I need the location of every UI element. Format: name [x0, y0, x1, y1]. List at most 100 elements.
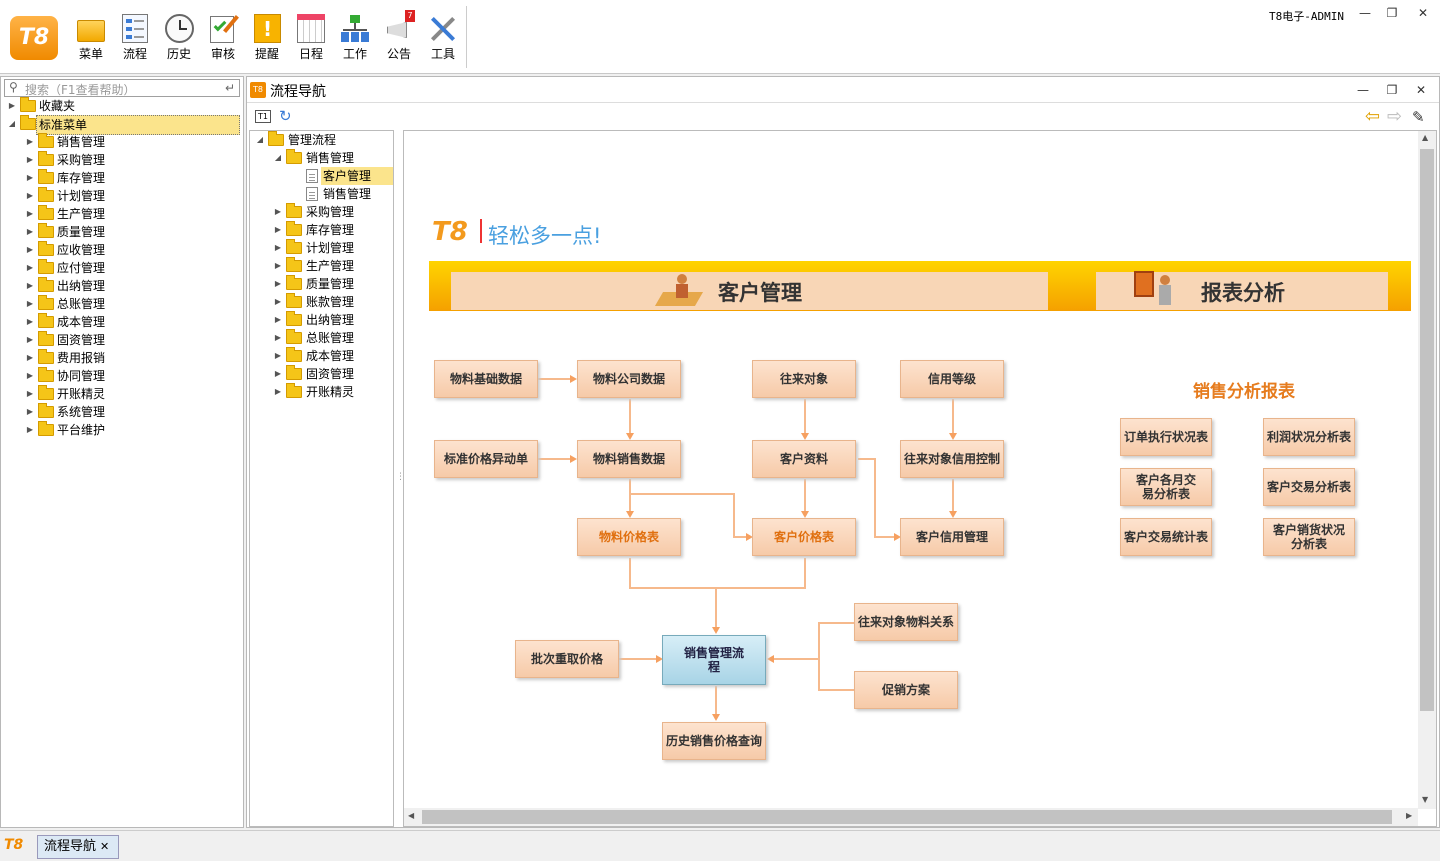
- menu-item[interactable]: ▶销售管理: [26, 133, 106, 149]
- flow-box-material-company[interactable]: 物料公司数据: [577, 360, 681, 398]
- flow-box-counterparty[interactable]: 往来对象: [752, 360, 856, 398]
- flow-box-promotion[interactable]: 促销方案: [854, 671, 958, 709]
- toolbar-menu-button[interactable]: 菜单: [71, 12, 111, 62]
- flow-box-material-price[interactable]: 物料价格表: [577, 518, 681, 556]
- menu-item[interactable]: ▶采购管理: [26, 151, 106, 167]
- menu-item[interactable]: ▶应付管理: [26, 259, 106, 275]
- scroll-down-icon[interactable]: ▼: [1422, 795, 1429, 804]
- scroll-right-icon[interactable]: ▶: [1406, 811, 1413, 820]
- toolbar-flow-button[interactable]: 流程: [115, 12, 155, 62]
- panel-minimize-button[interactable]: —: [1357, 83, 1369, 97]
- toolbar-announcement-button[interactable]: 7 公告: [379, 10, 419, 62]
- menu-item[interactable]: ▶库存管理: [26, 169, 106, 185]
- menu-item[interactable]: ▶出纳管理: [26, 277, 106, 293]
- menu-item[interactable]: ▶协同管理: [26, 367, 106, 383]
- tab-close-icon[interactable]: ✕: [100, 840, 110, 853]
- menu-item[interactable]: ▶成本管理: [26, 313, 106, 329]
- flow-box-credit-level[interactable]: 信用等级: [900, 360, 1004, 398]
- flow-tree-item[interactable]: ▶固资管理: [274, 365, 355, 381]
- flow-tree-item[interactable]: ▶计划管理: [274, 239, 355, 255]
- minimize-button[interactable]: —: [1359, 6, 1371, 20]
- toolbar-work-button[interactable]: 工作: [335, 12, 375, 62]
- toolbar-schedule-button[interactable]: 日程: [291, 12, 331, 62]
- flow-box-price-history[interactable]: 历史销售价格查询: [662, 722, 766, 760]
- flow-tree-sales[interactable]: ◢ 销售管理: [274, 149, 355, 165]
- menu-item[interactable]: ▶质量管理: [26, 223, 106, 239]
- flow-tree-root[interactable]: ◢ 管理流程: [256, 131, 337, 147]
- report-customer-trade[interactable]: 客户交易分析表: [1263, 468, 1355, 506]
- flow-box-customer-credit[interactable]: 客户信用管理: [900, 518, 1004, 556]
- connector: [629, 399, 631, 436]
- splitter-handle[interactable]: ⋮: [396, 472, 405, 482]
- forward-arrow-icon[interactable]: ⇨: [1387, 106, 1403, 127]
- restore-button[interactable]: ❐: [1386, 6, 1398, 20]
- flow-box-batch-price[interactable]: 批次重取价格: [515, 640, 619, 678]
- toolbar-reminder-button[interactable]: ! 提醒: [247, 12, 287, 62]
- menu-item[interactable]: ▶开账精灵: [26, 385, 106, 401]
- report-customer-stats[interactable]: 客户交易统计表: [1120, 518, 1212, 556]
- tree-item-favorites[interactable]: ▶ 收藏夹: [8, 97, 76, 113]
- menu-item[interactable]: ▶总账管理: [26, 295, 106, 311]
- flow-box-material-basic[interactable]: 物料基础数据: [434, 360, 538, 398]
- menu-item[interactable]: ▶固资管理: [26, 331, 106, 347]
- scroll-up-icon[interactable]: ▲: [1422, 133, 1429, 142]
- flow-tree-sales-mgmt[interactable]: 销售管理: [250, 185, 393, 203]
- collapse-arrow-icon: ◢: [256, 135, 264, 144]
- flow-box-credit-control[interactable]: 往来对象信用控制: [900, 440, 1004, 478]
- flow-box-sales-flow[interactable]: 销售管理流程: [662, 635, 766, 685]
- menu-item[interactable]: ▶计划管理: [26, 187, 106, 203]
- document-icon: [306, 187, 318, 201]
- flow-tree-item[interactable]: ▶采购管理: [274, 203, 355, 219]
- menu-item[interactable]: ▶系统管理: [26, 403, 106, 419]
- folder-icon: [38, 133, 54, 148]
- tree-view-icon[interactable]: T1: [255, 110, 271, 123]
- back-arrow-icon[interactable]: ⇦: [1365, 106, 1381, 127]
- reminder-icon: !: [251, 14, 283, 44]
- horizontal-scrollbar[interactable]: ◀ ▶: [404, 808, 1418, 826]
- report-customer-monthly[interactable]: 客户各月交易分析表: [1120, 468, 1212, 506]
- menu-item[interactable]: ▶生产管理: [26, 205, 106, 221]
- connector: [804, 558, 806, 588]
- flow-box-material-sales[interactable]: 物料销售数据: [577, 440, 681, 478]
- panel-close-button[interactable]: ✕: [1415, 83, 1427, 97]
- flow-tree-customer-mgmt[interactable]: 客户管理: [250, 167, 393, 185]
- flow-tree-item[interactable]: ▶成本管理: [274, 347, 355, 363]
- scroll-left-icon[interactable]: ◀: [408, 811, 415, 820]
- horizontal-scroll-thumb[interactable]: [422, 810, 1392, 824]
- connector: [774, 658, 819, 660]
- flow-box-customer-price[interactable]: 客户价格表: [752, 518, 856, 556]
- toolbar-history-button[interactable]: 历史: [159, 12, 199, 62]
- flow-tree-item[interactable]: ▶出纳管理: [274, 311, 355, 327]
- connector: [629, 587, 806, 589]
- search-input[interactable]: ⚲ 搜索（F1查看帮助） ↵: [4, 79, 240, 97]
- flow-tree-item[interactable]: ▶库存管理: [274, 221, 355, 237]
- flow-tree-item[interactable]: ▶账款管理: [274, 293, 355, 309]
- flow-box-customer-info[interactable]: 客户资料: [752, 440, 856, 478]
- report-order-exec[interactable]: 订单执行状况表: [1120, 418, 1212, 456]
- menu-item[interactable]: ▶应收管理: [26, 241, 106, 257]
- flow-box-material-relation[interactable]: 往来对象物料关系: [854, 603, 958, 641]
- flow-tree-item[interactable]: ▶总账管理: [274, 329, 355, 345]
- announcement-badge: 7: [405, 10, 415, 22]
- toolbar-separator: [466, 6, 467, 68]
- edit-icon[interactable]: ✎: [1412, 108, 1425, 126]
- tab-flow-navigator[interactable]: 流程导航 ✕: [37, 835, 119, 859]
- flow-tree-item[interactable]: ▶开账精灵: [274, 383, 355, 399]
- arrow-head: [767, 655, 774, 663]
- flow-tree-item[interactable]: ▶质量管理: [274, 275, 355, 291]
- close-button[interactable]: ✕: [1417, 6, 1429, 20]
- vertical-scroll-thumb[interactable]: [1420, 149, 1434, 711]
- report-customer-shipment[interactable]: 客户销货状况分析表: [1263, 518, 1355, 556]
- report-profit[interactable]: 利润状况分析表: [1263, 418, 1355, 456]
- toolbar-audit-button[interactable]: 审核: [203, 12, 243, 62]
- flow-box-std-price-change[interactable]: 标准价格异动单: [434, 440, 538, 478]
- menu-item[interactable]: ▶费用报销: [26, 349, 106, 365]
- tree-item-standard-menu[interactable]: ◢ 标准菜单: [1, 115, 241, 135]
- flow-tree-item[interactable]: ▶生产管理: [274, 257, 355, 273]
- menu-item[interactable]: ▶平台维护: [26, 421, 106, 437]
- vertical-scrollbar[interactable]: ▲ ▼: [1418, 131, 1436, 809]
- refresh-icon[interactable]: ↻: [279, 107, 292, 125]
- panel-restore-button[interactable]: ❐: [1386, 83, 1398, 97]
- connector: [733, 493, 735, 537]
- toolbar-tools-button[interactable]: 工具: [423, 12, 463, 62]
